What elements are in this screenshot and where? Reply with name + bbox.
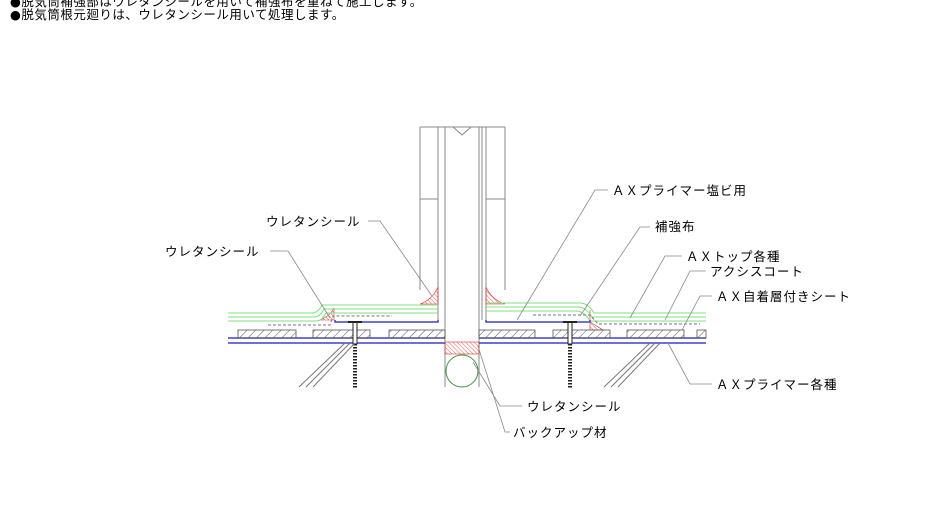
label-backup: バックアップ材 xyxy=(513,425,608,440)
label-seal-left: ウレタンシール xyxy=(165,244,260,259)
label-axis-coat: アクシスコート xyxy=(710,264,804,279)
substrate-lines xyxy=(298,342,661,388)
leader-lines xyxy=(270,189,712,433)
reinforcement-cloth xyxy=(268,314,700,326)
label-top: ＡＸトップ各種 xyxy=(686,249,781,264)
top-coat-layers xyxy=(228,302,706,322)
deck-boards xyxy=(237,329,707,339)
label-sheet: ＡＸ自着層付きシート xyxy=(716,289,851,304)
urethane-seal-fillets xyxy=(319,286,605,355)
screws xyxy=(348,321,577,388)
label-reinforcement: 補強布 xyxy=(655,219,696,234)
label-primer: ＡＸプライマー各種 xyxy=(716,377,838,392)
label-primer-pvc: ＡＸプライマー塩ビ用 xyxy=(612,183,747,198)
backup-material xyxy=(445,354,479,388)
note-1: ●脱気筒補強部はウレタンシールを用いて補強布を重ねて施工します。 xyxy=(10,0,423,9)
note-2: ●脱気筒根元廻りは、ウレタンシール用いて処理します。 xyxy=(10,7,345,22)
vent-pipe xyxy=(419,126,506,387)
label-seal-bottom: ウレタンシール xyxy=(527,399,622,414)
label-seal-upper: ウレタンシール xyxy=(266,214,361,229)
